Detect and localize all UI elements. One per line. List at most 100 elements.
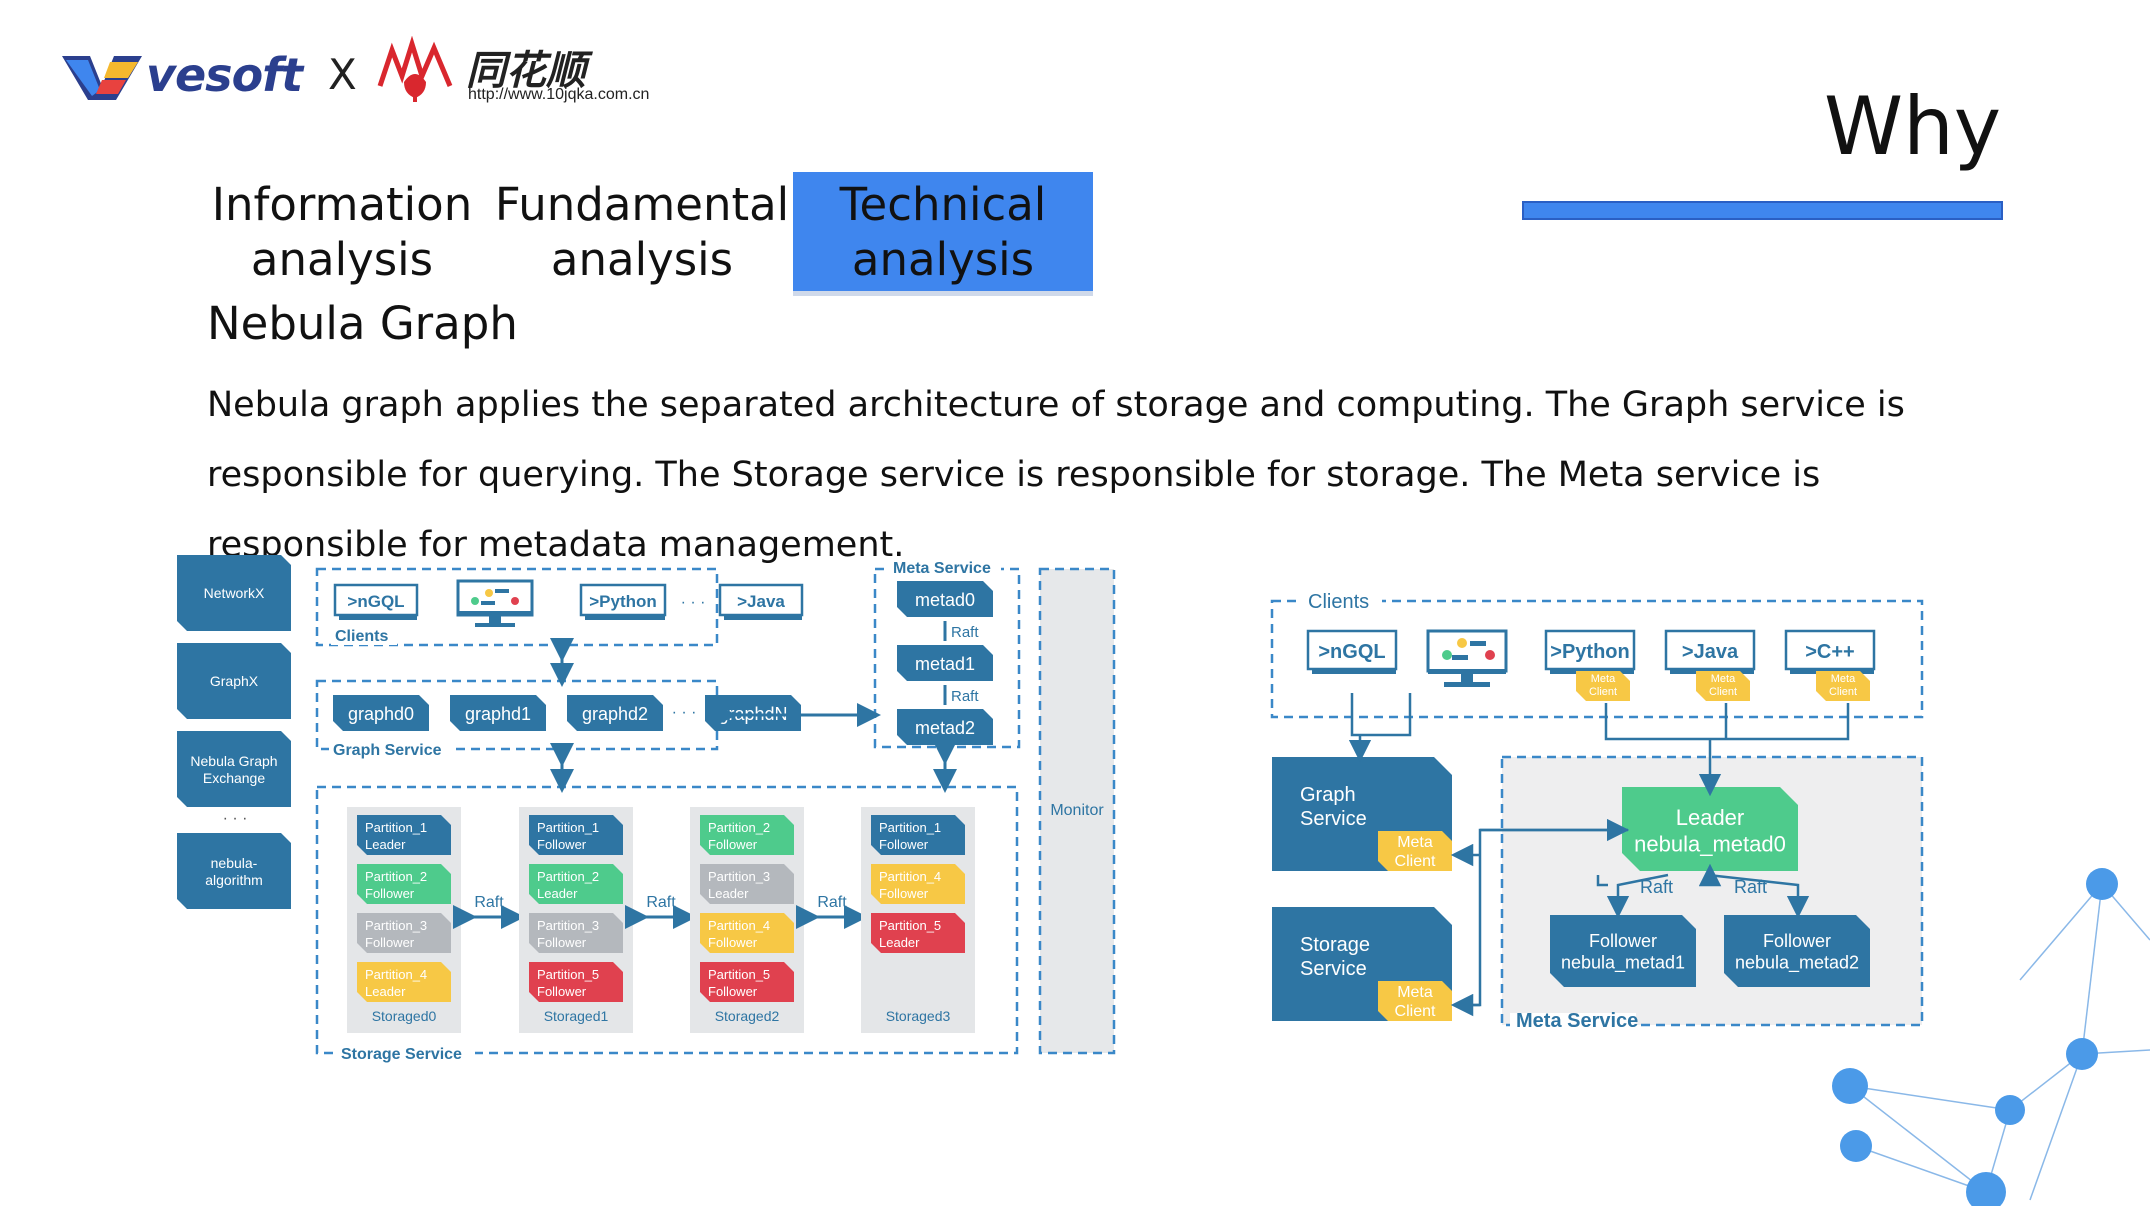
storaged-2: Partition_2FollowerPartition_3LeaderPart… xyxy=(690,807,804,1033)
partition-box xyxy=(357,913,451,953)
client-java: >Java xyxy=(718,583,804,620)
network-node xyxy=(1840,1130,1872,1162)
graphd-box xyxy=(333,695,429,731)
meta-client-chip xyxy=(1576,671,1630,701)
partition-name: Partition_5 xyxy=(708,967,770,982)
raft-label: Raft xyxy=(817,894,847,911)
right-raft-label-1: Raft xyxy=(1640,877,1673,897)
side-tool-box xyxy=(177,731,291,807)
graphd-box xyxy=(450,695,546,731)
partition-box xyxy=(700,815,794,855)
storage-service-label: Storage Service xyxy=(341,1046,462,1063)
storaged-label: Storaged2 xyxy=(715,1008,780,1024)
right-raft-label-2: Raft xyxy=(1734,877,1767,897)
partition-box xyxy=(871,815,965,855)
clients-ellipsis: · · · xyxy=(681,594,706,611)
partition-role: Leader xyxy=(537,886,578,901)
side-tool-box xyxy=(177,643,291,719)
client-label: >nGQL xyxy=(1318,641,1385,663)
right-meta-service-label: Meta Service xyxy=(1516,1010,1638,1032)
metad-node-1: metad1 xyxy=(897,645,993,681)
meta-service-label: Meta Service xyxy=(893,560,991,577)
partition-name: Partition_2 xyxy=(537,869,599,884)
right-clients-label: Clients xyxy=(1308,591,1369,613)
partner-url[interactable]: http://www.10jqka.com.cn xyxy=(468,86,650,103)
graph-service-box xyxy=(315,679,719,751)
client-label: >Python xyxy=(589,592,657,611)
partition-box xyxy=(529,913,623,953)
tab-technical-analysis[interactable]: Technical analysis xyxy=(793,172,1093,296)
metad-label: metad1 xyxy=(915,654,975,674)
partition-box xyxy=(700,864,794,904)
client-label: >C++ xyxy=(1805,641,1854,663)
side-tool-1: GraphX xyxy=(177,643,291,719)
partition-name: Partition_4 xyxy=(365,967,427,982)
right-client-ngql: >nGQL xyxy=(1306,629,1398,674)
side-tool-label: NetworkX xyxy=(204,585,265,601)
partition-role: Leader xyxy=(365,984,406,999)
partition-role: Leader xyxy=(708,886,749,901)
metad-box xyxy=(897,709,993,745)
client-studio-icon xyxy=(456,579,534,627)
section-title: Nebula Graph xyxy=(207,297,518,350)
vesoft-logo: vesoft xyxy=(62,48,303,108)
partition-box xyxy=(529,815,623,855)
graphd-label: graphd1 xyxy=(465,704,531,724)
network-node xyxy=(1995,1095,2025,1125)
monitor-box xyxy=(1038,567,1116,1055)
storage-service-box xyxy=(315,785,1019,1055)
clients-box xyxy=(315,567,719,647)
right-clients-box xyxy=(1270,599,1924,719)
storaged-label: Storaged1 xyxy=(544,1008,609,1024)
side-tools-ellipsis: · · · xyxy=(223,810,248,827)
partition-role: Follower xyxy=(879,837,929,852)
client-box-shadow xyxy=(339,615,417,620)
partition-box xyxy=(529,864,623,904)
client-label: >Java xyxy=(737,592,785,611)
partition-role: Follower xyxy=(708,984,758,999)
raft-label: Raft xyxy=(474,894,504,911)
graphd-node-4: graphdN xyxy=(705,695,801,731)
meta-client-chip xyxy=(1696,671,1750,701)
metad-node-2: metad2 xyxy=(897,709,993,745)
partition-role: Follower xyxy=(537,935,587,950)
metad-box xyxy=(897,581,993,617)
partition-box xyxy=(529,962,623,1002)
side-tool-box xyxy=(177,555,291,631)
vesoft-logo-mark xyxy=(62,56,142,100)
partition-role: Leader xyxy=(879,935,920,950)
raft-label: Raft xyxy=(646,894,676,911)
partition-name: Partition_3 xyxy=(708,869,770,884)
vesoft-logo-text: vesoft xyxy=(146,48,303,102)
partition-name: Partition_2 xyxy=(365,869,427,884)
metad-label: metad2 xyxy=(915,718,975,738)
partition-role: Leader xyxy=(365,837,406,852)
metad-box xyxy=(897,645,993,681)
storaged-label: Storaged0 xyxy=(372,1008,437,1024)
tab-fundamental-analysis[interactable]: Fundamental analysis xyxy=(494,178,790,286)
meta-client-chip xyxy=(1378,981,1452,1021)
title-underline-bar xyxy=(1522,201,2003,220)
graphd-label: graphd0 xyxy=(348,704,414,724)
decorative-network-graphic xyxy=(1832,868,2150,1206)
client-label: >nGQL xyxy=(347,592,404,611)
partition-role: Follower xyxy=(708,837,758,852)
metad-node-0: metad0 xyxy=(897,581,993,617)
partition-role: Follower xyxy=(708,935,758,950)
partition-name: Partition_3 xyxy=(365,918,427,933)
side-tool-box xyxy=(177,833,291,909)
client-box-shadow xyxy=(585,615,665,620)
tab-information-analysis[interactable]: Information analysis xyxy=(211,178,473,286)
metad-label: metad0 xyxy=(915,590,975,610)
partition-box xyxy=(871,913,965,953)
